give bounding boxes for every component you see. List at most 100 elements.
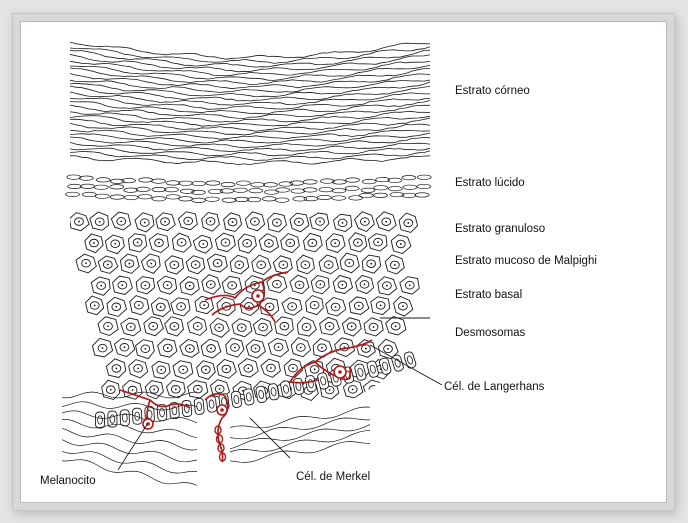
nucleolus (387, 348, 389, 350)
lucidum-cell (304, 197, 318, 201)
nucleolus (225, 242, 227, 244)
label-merkel: Cél. de Merkel (296, 471, 370, 483)
lucidum-cell (403, 185, 417, 189)
nucleolus (364, 221, 366, 223)
basal-cell (403, 351, 417, 369)
nucleolus (197, 388, 199, 390)
label-granulosum: Estrato granuloso (455, 223, 545, 235)
keratinocyte (363, 380, 383, 399)
nucleolus (306, 326, 308, 328)
nucleolus (121, 284, 123, 286)
nucleolus (254, 221, 256, 223)
nucleolus (132, 389, 134, 391)
basal-cell (317, 372, 329, 390)
nucleolus (329, 389, 331, 391)
label-lucidum: Estrato lúcido (455, 177, 525, 189)
nucleolus (203, 304, 205, 306)
nucleolus (150, 263, 152, 265)
corneum-line (70, 118, 430, 131)
nucleolus (189, 285, 191, 287)
nucleolus (380, 304, 382, 306)
dermis-fiber (230, 407, 370, 428)
lucidum-cell (166, 195, 180, 199)
lucidum-cell (303, 188, 317, 192)
lucidum-cell (138, 195, 152, 199)
nucleolus (158, 242, 160, 244)
lucidum-cell (152, 197, 166, 201)
nucleolus (328, 264, 330, 266)
nucleolus (370, 263, 372, 265)
nucleolus (144, 222, 146, 224)
lucidum-cell (346, 178, 360, 182)
lucidum-cell (234, 188, 248, 192)
nucleolus (189, 348, 191, 350)
nucleolus (180, 306, 182, 308)
nucleolus (260, 264, 262, 266)
lucidum-cell (81, 184, 95, 188)
nucleolus (107, 325, 109, 327)
nucleolus (400, 243, 402, 245)
nucleolus (394, 264, 396, 266)
nucleolus (137, 368, 139, 370)
lucidum-cell (136, 187, 150, 191)
corneum-line (70, 156, 430, 165)
nucleolus (175, 388, 177, 390)
label-langerhans: Cél. de Langerhans (444, 381, 545, 393)
nucleolus (314, 368, 316, 370)
nucleolus (234, 347, 236, 349)
nucleolus (144, 284, 146, 286)
nucleolus (138, 304, 140, 306)
red-cell-nucleus (338, 370, 342, 374)
stratum-corneum (70, 42, 430, 165)
nucleolus (120, 221, 122, 223)
label-melanocyte: Melanocito (40, 475, 96, 487)
nucleolus (304, 264, 306, 266)
nucleolus (115, 306, 117, 308)
nucleolus (202, 243, 204, 245)
nucleolus (144, 348, 146, 350)
label-basal: Estrato basal (455, 289, 522, 301)
nucleolus (334, 242, 336, 244)
lucidum-cell (376, 177, 390, 181)
lucidum-cell (279, 182, 293, 186)
lucidum-cell (222, 198, 236, 202)
nucleolus (364, 283, 366, 285)
lucidum-cell (110, 195, 124, 199)
nucleolus (94, 305, 96, 307)
lucidum-cell (94, 185, 108, 189)
nucleolus (365, 348, 367, 350)
nucleolus (167, 284, 169, 286)
red-cell-nucleus (220, 408, 224, 412)
nucleolus (160, 306, 162, 308)
lucidum-cell (303, 180, 317, 184)
nucleolus (321, 347, 323, 349)
nucleolus (386, 285, 388, 287)
lucidum-cell (388, 186, 402, 190)
corneum-line (70, 42, 430, 59)
nucleolus (93, 242, 95, 244)
nucleolus (217, 262, 219, 264)
lucidum-cell (221, 182, 235, 186)
nucleolus (278, 346, 280, 348)
lucidum-cell (263, 183, 277, 187)
nucleolus (167, 347, 169, 349)
nucleolus (407, 222, 409, 224)
nucleolus (78, 221, 80, 223)
lucidum-cell (276, 188, 290, 192)
red-cell-nucleus (256, 294, 260, 298)
lucidum-cell (124, 188, 138, 192)
lucidum-cell (319, 187, 333, 191)
nucleolus (85, 262, 87, 264)
lucidum-cell (79, 176, 93, 180)
lucidum-cell (67, 184, 81, 188)
nucleolus (268, 242, 270, 244)
label-desmosomes: Desmosomas (455, 327, 526, 339)
nucleolus (248, 305, 250, 307)
nucleolus (174, 325, 176, 327)
lucidum-cell (417, 184, 431, 188)
basal-cell (231, 391, 242, 408)
lucidum-cell (264, 190, 278, 194)
nucleolus (342, 222, 344, 224)
dermis-fiber (230, 442, 370, 463)
lucidum-cell (262, 197, 276, 201)
